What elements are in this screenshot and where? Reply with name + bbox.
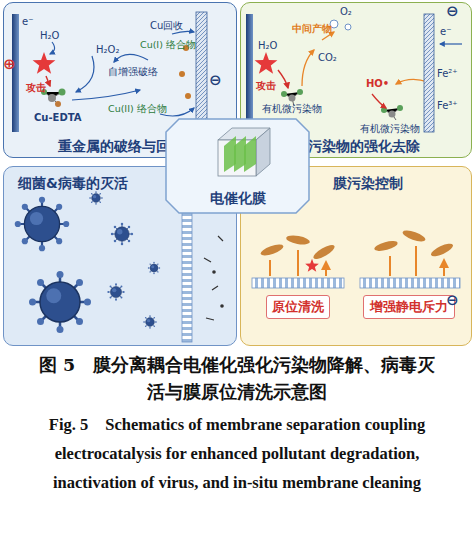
label-box: 原位清洗 bbox=[266, 295, 330, 319]
illustration-label: 攻击 bbox=[256, 80, 276, 92]
node-text: 原位清洗 bbox=[267, 299, 329, 315]
illustration-label: Cu(II) 络合物 bbox=[108, 104, 167, 115]
node-text: 增强静电斥力 bbox=[364, 299, 454, 315]
illustration-label: Cu-EDTA bbox=[34, 112, 82, 124]
illustration-label: Cu回收 bbox=[150, 20, 183, 32]
center-box: 电催化膜 bbox=[165, 118, 310, 214]
panel-title: 细菌&病毒的灭活 bbox=[18, 175, 168, 193]
illustration-label: ⊖ bbox=[446, 3, 459, 20]
illustration-label: ⊖ bbox=[209, 72, 222, 89]
figure-caption-english: Fig. 5 Schematics of membrane separation… bbox=[17, 410, 457, 497]
center-outline-shape bbox=[166, 119, 309, 213]
illustration-label: ⊖ bbox=[446, 292, 459, 309]
illustration-label: 中间产物 bbox=[292, 24, 332, 35]
illustration-label: HO• bbox=[366, 78, 389, 90]
illustration-label: O₂ bbox=[340, 6, 352, 18]
illustration-label: Fe³⁺ bbox=[437, 100, 458, 112]
figure-caption: 图 5 膜分离耦合电催化强化污染物降解、病毒灭活与膜原位清洗示意图 bbox=[32, 352, 442, 406]
panel-title: 电催化膜 bbox=[165, 190, 310, 208]
panel-title: 膜污染控制 bbox=[333, 175, 453, 193]
illustration-label: H₂O bbox=[258, 40, 277, 52]
illustration-label: H₂O bbox=[40, 30, 59, 42]
illustration-label: H₂O₂ bbox=[96, 44, 119, 56]
label-box: 增强静电斥力 bbox=[363, 295, 455, 319]
illustration-label: 有机微污染物 bbox=[360, 124, 420, 135]
illustration-label: Cu(I) 络合物 bbox=[140, 40, 196, 51]
illustration-label: e⁻ bbox=[440, 26, 451, 38]
illustration-label: 有机微污染物 bbox=[262, 104, 322, 115]
illustration-label: e⁻ bbox=[22, 16, 33, 28]
illustration-label: 攻击 bbox=[26, 82, 46, 94]
illustration-label: CO₂ bbox=[318, 52, 337, 64]
illustration-label: 自增强破络 bbox=[108, 66, 158, 78]
illustration-label: Fe²⁺ bbox=[437, 68, 458, 80]
illustration-label: ⊕ bbox=[3, 56, 16, 73]
